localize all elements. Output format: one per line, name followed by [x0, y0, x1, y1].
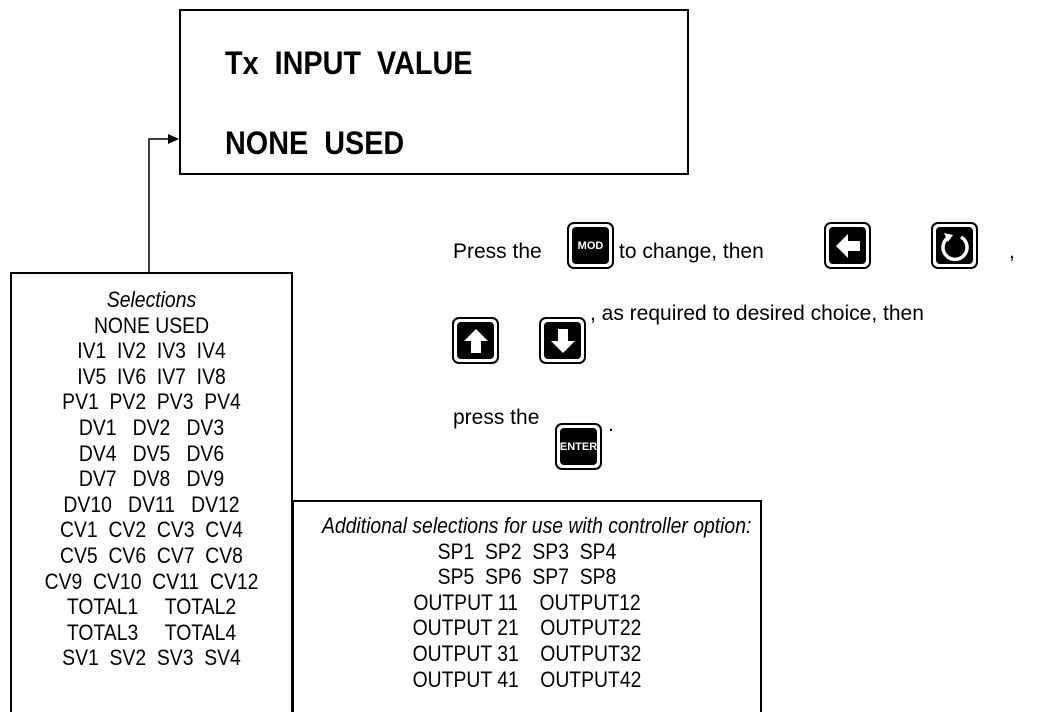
selection-item: TOTAL3 TOTAL4: [66, 619, 237, 645]
lcd-display: Tx INPUT VALUE NONE USED: [179, 9, 689, 175]
selection-item: IV5 IV6 IV7 IV8: [77, 363, 226, 389]
selection-item: CV9 CV10 CV11 CV12: [44, 568, 259, 594]
display-line-1: Tx INPUT VALUE: [225, 45, 473, 81]
selection-item: NONE USED: [93, 312, 210, 338]
cycle-icon: [940, 232, 969, 261]
selection-item: PV1 PV2 PV3 PV4: [62, 389, 241, 415]
selection-item: DV10 DV11 DV12: [63, 491, 240, 517]
cycle-key[interactable]: [931, 222, 978, 269]
down-arrow-icon: [550, 328, 575, 353]
left-arrow-icon: [835, 233, 860, 258]
instruction-period: .: [608, 413, 614, 436]
selection-item: DV4 DV5 DV6: [78, 440, 225, 466]
additional-item: OUTPUT 21 OUTPUT22: [412, 615, 642, 641]
mod-key[interactable]: MOD: [567, 222, 614, 269]
additional-item: OUTPUT 11 OUTPUT12: [413, 589, 641, 615]
display-line-2: NONE USED: [225, 125, 405, 161]
selections-title: Selections: [106, 287, 197, 312]
additional-selections-box: Additional selections for use with contr…: [292, 500, 762, 712]
left-arrow-key[interactable]: [824, 222, 871, 269]
selection-item: DV7 DV8 DV9: [78, 466, 225, 492]
instruction-as-required: , as required to desired choice, then: [590, 302, 924, 325]
enter-key-label: ENTER: [560, 428, 597, 465]
selection-item: TOTAL1 TOTAL2: [66, 594, 237, 620]
down-arrow-key[interactable]: [539, 317, 586, 364]
up-arrow-key[interactable]: [452, 317, 499, 364]
additional-item: SP1 SP2 SP3 SP4: [437, 538, 617, 564]
additional-title: Additional selections for use with contr…: [321, 513, 752, 538]
additional-item: SP5 SP6 SP7 SP8: [437, 564, 617, 590]
instruction-press-the-lower: press the: [453, 406, 540, 429]
selection-item: IV1 IV2 IV3 IV4: [77, 338, 226, 364]
selections-box: Selections NONE USED IV1 IV2 IV3 IV4 IV5…: [10, 272, 293, 712]
instruction-comma: ,: [1009, 240, 1015, 263]
additional-item: OUTPUT 41 OUTPUT42: [412, 666, 642, 692]
additional-item: OUTPUT 31 OUTPUT32: [412, 640, 642, 666]
selection-item: DV1 DV2 DV3: [78, 414, 225, 440]
instruction-press-the: Press the: [453, 240, 542, 263]
instruction-to-change: to change, then: [619, 240, 764, 263]
selection-item: CV5 CV6 CV7 CV8: [60, 542, 243, 568]
selection-item: CV1 CV2 CV3 CV4: [60, 517, 243, 543]
enter-key[interactable]: ENTER: [555, 423, 602, 470]
up-arrow-icon: [463, 328, 488, 353]
mod-key-label: MOD: [572, 227, 609, 264]
selection-item: SV1 SV2 SV3 SV4: [62, 645, 241, 671]
